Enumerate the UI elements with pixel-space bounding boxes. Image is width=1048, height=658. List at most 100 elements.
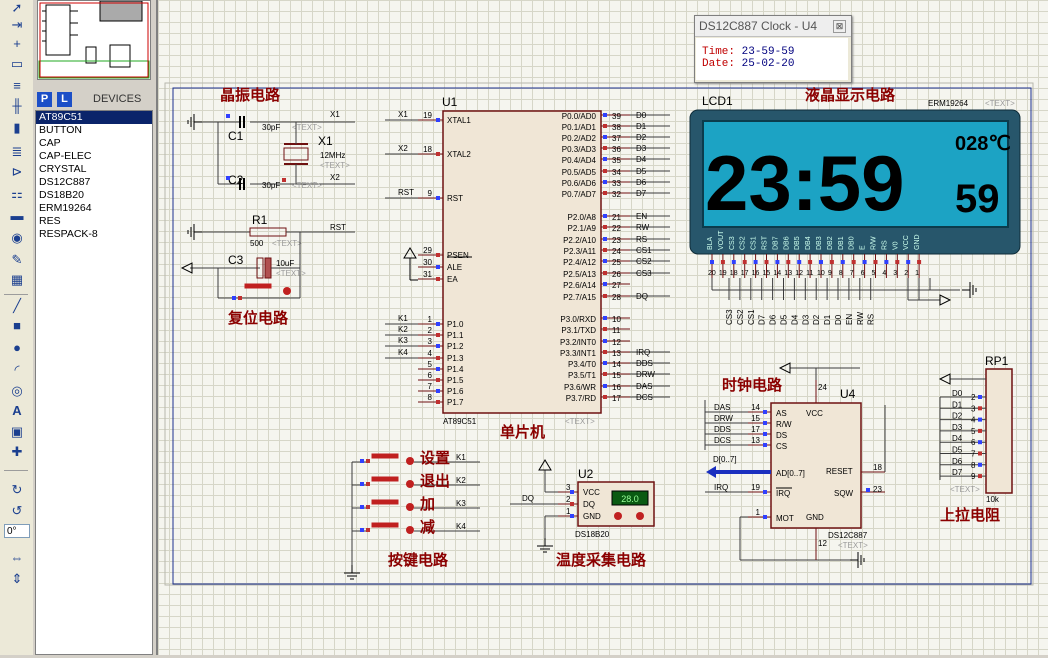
key-button	[371, 453, 399, 459]
pin-name: XTAL2	[447, 150, 471, 159]
pin-number: 6	[428, 371, 433, 380]
text-script-icon[interactable]: ≡	[13, 78, 21, 93]
key-contact	[406, 457, 414, 465]
pin-marker	[978, 395, 982, 399]
pin-marker	[366, 459, 370, 463]
pin-marker	[603, 135, 607, 139]
net-label: D6	[636, 178, 647, 187]
rotation-angle-field[interactable]: 0°	[4, 524, 30, 538]
pin-name: P1.1	[447, 331, 464, 340]
pin-number: 18	[423, 145, 432, 154]
net-label: DCS	[636, 393, 653, 402]
wire-label-icon[interactable]: ▭	[10, 56, 24, 71]
device-list-item[interactable]: ERM19264	[39, 202, 92, 214]
lcd-part: ERM19264	[928, 99, 969, 108]
close-icon[interactable]: ⊠	[833, 20, 846, 33]
device-list-item[interactable]: RESPACK-8	[39, 228, 98, 240]
net-label: RS	[867, 314, 876, 325]
pin-name: ALE	[447, 263, 462, 272]
rotate-anticlockwise-icon[interactable]: ↺	[11, 503, 23, 518]
pin-number: 9	[971, 472, 976, 481]
marker-icon[interactable]: ✚	[11, 444, 23, 459]
terminal-icon[interactable]: ≣	[11, 144, 23, 159]
pin-number: 7	[428, 382, 433, 391]
pin-marker	[978, 474, 982, 479]
net-label: D5	[780, 314, 789, 325]
device-list-item[interactable]: CRYSTAL	[39, 163, 87, 175]
text-icon[interactable]: A	[12, 403, 22, 418]
circle-icon[interactable]: ●	[13, 340, 21, 355]
lcd-pin-name: VOUT	[718, 230, 725, 250]
left-toolbar: ➚ ⇥ + ▭ ≡ ╫ ▮ ≣ ⊳ ⚏ ▬ ◉ ✎ ▦ ╱ ■ ● ◜ ◎ A …	[0, 0, 34, 655]
pin-number: 13	[612, 349, 621, 358]
pin-number: 9	[828, 270, 832, 277]
pin-number: 3	[428, 337, 433, 346]
osc-section-title: 晶振电路	[220, 86, 281, 104]
library-manager-button[interactable]: L	[57, 92, 72, 107]
overview-window[interactable]	[37, 0, 151, 80]
pin-number: 2	[566, 495, 571, 504]
pin-marker	[829, 260, 834, 264]
pin-marker	[763, 432, 767, 436]
crystal-body	[283, 147, 309, 161]
pin-marker	[978, 451, 982, 456]
time-label: Time:	[702, 46, 736, 58]
device-list-item[interactable]: RES	[39, 215, 61, 227]
vcc-arrow	[403, 247, 417, 259]
line-icon[interactable]: ╱	[13, 298, 21, 313]
subcircuit-icon[interactable]: ▮	[13, 120, 21, 135]
text-placeholder: <TEXT>	[292, 181, 322, 190]
voltage-probe-icon[interactable]: ✎	[11, 252, 23, 267]
lcd-pin-name: DB7	[772, 236, 779, 250]
pin-number: 11	[806, 270, 813, 277]
virtual-instrument-icon[interactable]: ▦	[10, 272, 24, 287]
pin-name: EA	[447, 275, 458, 284]
schematic-drawing[interactable]: 晶振电路复位电路单片机液晶显示电路时钟电路按键电路温度采集电路上拉电阻C130p…	[158, 0, 1048, 655]
device-list-item[interactable]: BUTTON	[39, 124, 82, 136]
pin-number: 17	[612, 394, 621, 403]
pin-marker	[226, 114, 230, 118]
device-list-item[interactable]: CAP	[39, 137, 61, 149]
pin-number: 21	[612, 213, 621, 222]
tape-recorder-icon[interactable]: ▬	[10, 208, 24, 223]
generator-icon[interactable]: ◉	[11, 230, 23, 245]
box-icon[interactable]: ■	[13, 318, 21, 333]
junction-dot-icon[interactable]: +	[13, 36, 21, 51]
pin-marker	[862, 260, 867, 264]
bus-icon[interactable]: ╫	[12, 98, 22, 113]
arc-icon[interactable]: ◜	[14, 362, 20, 377]
device-list-item[interactable]: CAP-ELEC	[39, 150, 92, 162]
select-arrow-icon[interactable]: ➚	[11, 0, 23, 15]
rotate-clockwise-icon[interactable]: ↻	[11, 482, 23, 497]
lcd-pin-name: DB1	[838, 236, 845, 250]
device-list-item[interactable]: DS12C887	[39, 176, 91, 188]
pin-marker	[603, 146, 607, 150]
pin-number: 14	[612, 360, 621, 369]
net-label: D7	[636, 189, 647, 198]
component-mode-icon[interactable]: ⇥	[11, 17, 23, 32]
rtc-part: DS12C887	[828, 531, 868, 540]
pin-name: MOT	[776, 514, 794, 523]
pin-name: XTAL1	[447, 116, 471, 125]
graph-icon[interactable]: ⚏	[11, 186, 23, 201]
ds12c887-clock-window[interactable]: DS12C887 Clock - U4 ⊠ Time: 23-59-59 Dat…	[694, 15, 852, 83]
pin-marker	[819, 260, 823, 264]
device-pin-icon[interactable]: ⊳	[11, 164, 23, 179]
pin-marker	[753, 260, 758, 264]
pick-device-button[interactable]: P	[37, 92, 52, 107]
pin-marker	[603, 294, 607, 298]
mirror-vertical-icon[interactable]: ⇕	[11, 571, 23, 586]
pin-number: 23	[873, 485, 882, 494]
pin-name: CS	[776, 442, 787, 451]
path-icon[interactable]: ◎	[11, 383, 23, 398]
pin-number: 25	[612, 258, 621, 267]
pin-number: 12	[612, 338, 621, 347]
mirror-horizontal-icon[interactable]: ⇔	[10, 550, 24, 565]
device-list-item[interactable]: AT89C51	[36, 111, 152, 124]
c1-value: 30pF	[262, 123, 280, 132]
pin-marker	[603, 237, 607, 241]
device-list-item[interactable]: DS18B20	[39, 189, 84, 201]
c3-plate	[264, 257, 272, 279]
symbol-icon[interactable]: ▣	[10, 424, 24, 439]
